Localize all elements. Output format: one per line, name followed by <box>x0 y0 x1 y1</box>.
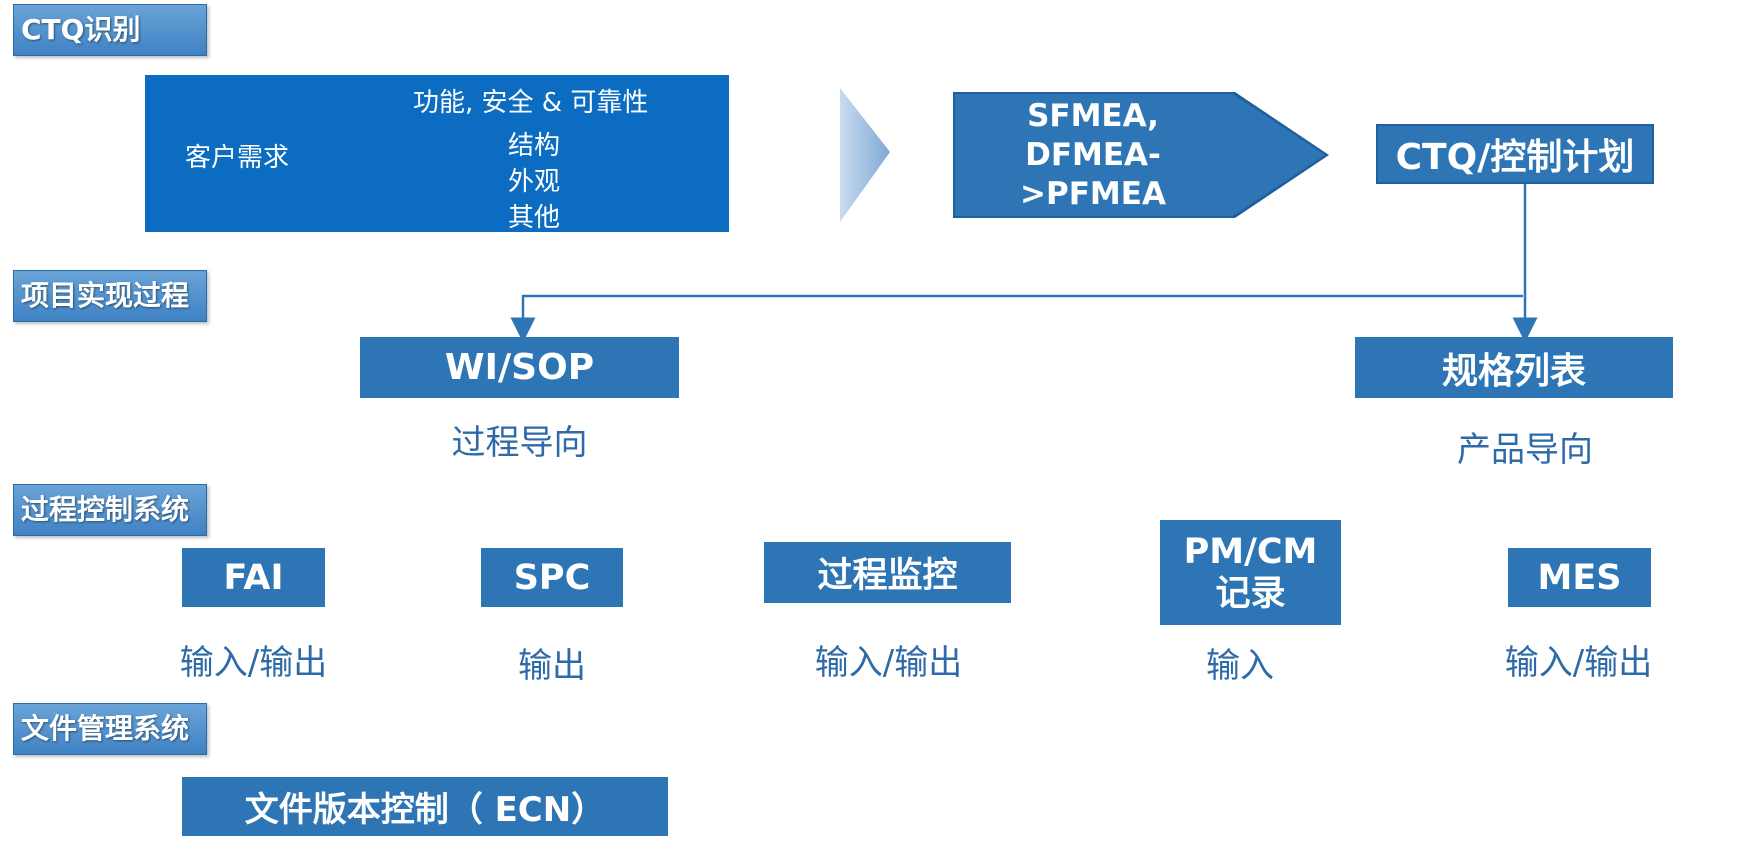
fmea-line2: DFMEA->PFMEA <box>1020 136 1166 212</box>
process-monitoring-box: 过程监控 <box>764 542 1011 603</box>
requirement-item: 结构 <box>508 131 561 161</box>
spec-list-box: 规格列表 <box>1355 337 1673 398</box>
ctq-control-plan-box: CTQ/控制计划 <box>1376 124 1654 184</box>
mes-box: MES <box>1508 548 1651 607</box>
wi-sop-box: WI/SOP <box>360 337 679 398</box>
spc-caption: 输出 <box>518 646 586 686</box>
pm-cm-line1: PM/CM <box>1183 531 1318 572</box>
fai-caption: 输入/输出 <box>179 643 328 683</box>
customer-requirements-panel: 功能, 安全 & 可靠性 客户需求 结构 外观 其他 <box>145 75 729 233</box>
flow-chevron-icon <box>840 88 890 222</box>
spc-box: SPC <box>481 548 623 607</box>
ecn-box: 文件版本控制（ ECN） <box>182 777 668 836</box>
section-process-control: 过程控制系统 <box>13 484 207 536</box>
section-ctq-identification: CTQ识别 <box>13 4 207 56</box>
section-document-management: 文件管理系统 <box>13 703 207 755</box>
pm-cm-record-box: PM/CM 记录 <box>1160 520 1341 625</box>
requirement-item: 外观 <box>508 167 561 197</box>
process-monitoring-caption: 输入/输出 <box>814 643 963 683</box>
requirements-title: 功能, 安全 & 可靠性 <box>413 88 649 118</box>
section-project-process: 项目实现过程 <box>13 270 207 322</box>
mes-caption: 输入/输出 <box>1504 643 1653 683</box>
requirements-left-label: 客户需求 <box>185 143 290 173</box>
pm-cm-line2: 记录 <box>1215 573 1286 614</box>
requirement-item: 其他 <box>508 203 561 233</box>
spec-list-caption: 产品导向 <box>1457 430 1593 470</box>
fmea-line1: SFMEA, <box>1027 97 1159 134</box>
fai-box: FAI <box>182 548 325 607</box>
wi-sop-caption: 过程导向 <box>451 423 588 463</box>
pm-cm-caption: 输入 <box>1206 646 1274 686</box>
